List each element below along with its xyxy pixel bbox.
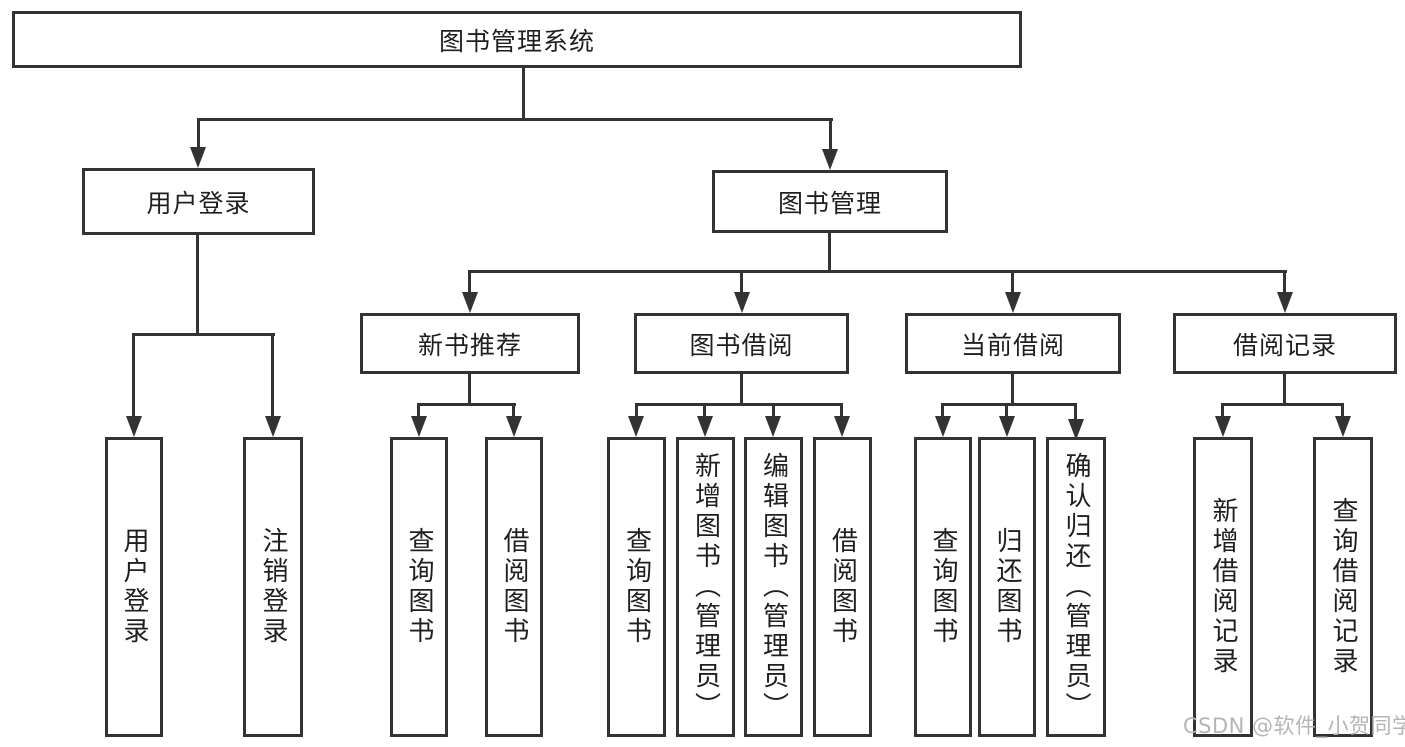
- node-user-login: 用户登录: [82, 168, 315, 235]
- leaf-query-books-current-label: 查询图书: [928, 527, 958, 647]
- node-new-book-recommend: 新书推荐: [360, 313, 580, 374]
- leaf-user-login-label: 用户登录: [119, 527, 149, 647]
- leaf-add-books-admin-label: 新增图书（管理员）: [690, 452, 721, 722]
- connector-v-line: [703, 405, 706, 419]
- connector-h-line: [635, 403, 843, 406]
- leaf-confirm-return-admin-label: 确认归还（管理员）: [1061, 452, 1091, 722]
- arrow-down-icon: [126, 416, 142, 437]
- connector-v-line: [417, 405, 420, 419]
- arrow-down-icon: [411, 416, 427, 437]
- connector-v-line: [941, 405, 944, 419]
- node-book-management: 图书管理: [712, 170, 948, 233]
- arrow-down-icon: [506, 416, 522, 437]
- leaf-query-books-recommend-label: 查询图书: [404, 527, 434, 647]
- node-current-borrow-label: 当前借阅: [960, 330, 1065, 360]
- leaf-borrow-books-recommend-label: 借阅图书: [499, 527, 529, 647]
- leaf-borrow-books-label: 借阅图书: [827, 527, 858, 647]
- connector-v-line: [1011, 373, 1014, 406]
- csdn-watermark: CSDN @软件_小贺同学: [1183, 714, 1405, 738]
- connector-v-line: [197, 120, 200, 150]
- connector-v-line: [196, 234, 199, 336]
- arrow-down-icon: [1277, 292, 1293, 313]
- connector-v-line: [772, 405, 775, 419]
- leaf-confirm-return-admin: 确认归还（管理员）: [1046, 437, 1106, 737]
- leaf-edit-books-admin: 编辑图书（管理员）: [744, 437, 803, 737]
- connector-v-line: [740, 272, 743, 294]
- leaf-logout-label: 注销登录: [258, 527, 288, 647]
- connector-h-line: [468, 270, 1287, 273]
- connector-v-line: [1341, 405, 1344, 419]
- leaf-add-borrow-record: 新增借阅记录: [1193, 437, 1253, 737]
- arrow-down-icon: [1068, 419, 1084, 440]
- node-user-login-label: 用户登录: [146, 188, 251, 218]
- leaf-query-books-recommend: 查询图书: [390, 437, 448, 737]
- arrow-down-icon: [1005, 292, 1021, 313]
- leaf-borrow-books-recommend: 借阅图书: [485, 437, 543, 737]
- arrow-down-icon: [265, 416, 281, 437]
- connector-v-line: [1005, 405, 1008, 419]
- arrow-down-icon: [628, 416, 644, 437]
- leaf-query-books-current: 查询图书: [914, 437, 972, 737]
- connector-v-line: [468, 373, 471, 406]
- leaf-add-borrow-record-label: 新增借阅记录: [1208, 497, 1238, 677]
- connector-v-line: [635, 405, 638, 419]
- leaf-add-books-admin: 新增图书（管理员）: [676, 437, 735, 737]
- connector-v-line: [740, 373, 743, 406]
- connector-v-line: [522, 67, 525, 120]
- connector-v-line: [1074, 405, 1077, 419]
- arrow-down-icon: [697, 416, 713, 437]
- connector-v-line: [1283, 272, 1286, 294]
- node-book-borrow: 图书借阅: [634, 313, 849, 374]
- node-current-borrow: 当前借阅: [905, 313, 1121, 374]
- node-book-borrow-label: 图书借阅: [689, 330, 794, 360]
- node-borrow-records-label: 借阅记录: [1232, 330, 1337, 360]
- arrow-down-icon: [1335, 416, 1351, 437]
- leaf-query-borrow-record-label: 查询借阅记录: [1328, 497, 1358, 677]
- connector-v-line: [829, 120, 832, 150]
- arrow-down-icon: [734, 292, 750, 313]
- arrow-down-icon: [935, 416, 951, 437]
- node-book-management-label: 图书管理: [777, 188, 882, 218]
- connector-v-line: [271, 335, 274, 419]
- node-library-management-system: 图书管理系统: [12, 11, 1022, 68]
- connector-v-line: [1011, 272, 1014, 294]
- arrow-down-icon: [1215, 416, 1231, 437]
- connector-h-line: [1221, 403, 1344, 406]
- connector-h-line: [941, 403, 1077, 406]
- arrow-down-icon: [834, 416, 850, 437]
- leaf-query-books-borrow-label: 查询图书: [621, 527, 652, 647]
- connector-h-line: [197, 118, 833, 121]
- node-library-management-system-label: 图书管理系统: [438, 26, 595, 56]
- arrow-down-icon: [765, 416, 781, 437]
- connector-h-line: [417, 403, 516, 406]
- leaf-query-books-borrow: 查询图书: [607, 437, 666, 737]
- leaf-edit-books-admin-label: 编辑图书（管理员）: [758, 452, 789, 722]
- arrow-down-icon: [190, 147, 206, 168]
- connector-v-line: [512, 405, 515, 419]
- connector-v-line: [1221, 405, 1224, 419]
- connector-v-line: [468, 272, 471, 294]
- leaf-logout: 注销登录: [243, 437, 303, 737]
- connector-v-line: [1283, 373, 1286, 406]
- node-new-book-recommend-label: 新书推荐: [417, 330, 522, 360]
- leaf-return-books: 归还图书: [978, 437, 1036, 737]
- leaf-query-borrow-record: 查询借阅记录: [1313, 437, 1373, 737]
- node-borrow-records: 借阅记录: [1173, 313, 1397, 374]
- leaf-return-books-label: 归还图书: [992, 527, 1022, 647]
- arrow-down-icon: [462, 292, 478, 313]
- arrow-down-icon: [999, 416, 1015, 437]
- arrow-down-icon: [822, 149, 838, 170]
- connector-v-line: [840, 405, 843, 419]
- leaf-borrow-books: 借阅图书: [813, 437, 872, 737]
- leaf-user-login: 用户登录: [105, 437, 163, 737]
- connector-h-line: [132, 333, 275, 336]
- connector-v-line: [132, 335, 135, 419]
- connector-v-line: [828, 233, 831, 273]
